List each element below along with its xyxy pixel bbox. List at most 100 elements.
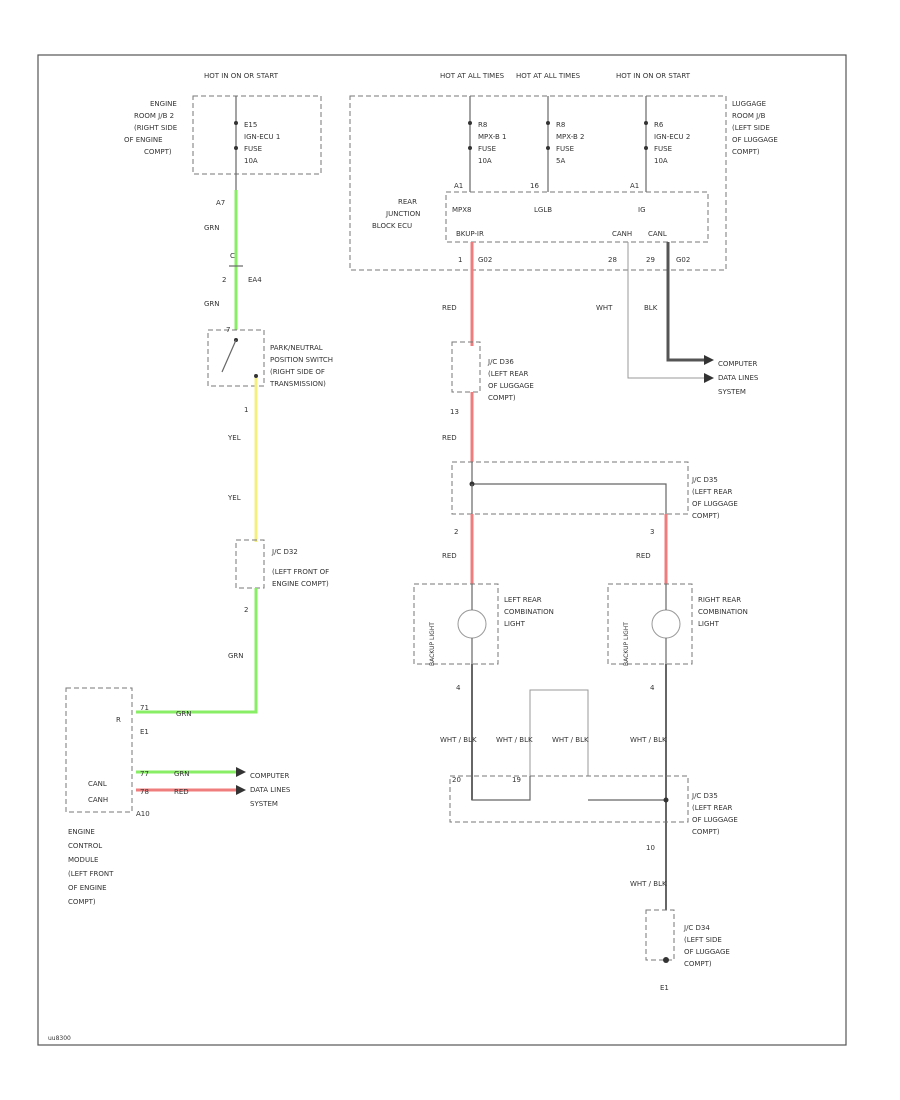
computer-bottom-1: COMPUTER	[250, 772, 289, 780]
wire-label-grn-c: GRN	[228, 652, 244, 660]
wire-blk-can	[666, 242, 704, 362]
jc-d35-lower-pin-bottom: 10	[646, 844, 655, 852]
wire-label-red-a: RED	[442, 304, 457, 312]
power-label-left: HOT IN ON OR START	[204, 72, 279, 80]
fuse-r3-word: FUSE	[654, 145, 672, 153]
right-lamp-box	[607, 583, 693, 665]
rear-ecu-out-bkup: BKUP-IR	[456, 230, 484, 238]
ecm-wire-grn-2: GRN	[174, 770, 190, 778]
ecm-box	[65, 687, 133, 813]
jc-d32-label-2: (LEFT FRONT OF	[272, 568, 329, 576]
computer-bottom-3: SYSTEM	[250, 800, 278, 808]
wire-label-grn-a: GRN	[204, 224, 220, 232]
pn-switch-label-3: (RIGHT SIDE OF	[270, 368, 325, 376]
wire-grn-2	[136, 588, 258, 714]
arrow-ecm-grn	[236, 767, 246, 777]
ground-node	[663, 957, 669, 963]
rear-ecu-label-3: BLOCK ECU	[372, 222, 412, 230]
luggage-jb-label-4: OF LUGGAGE	[732, 136, 778, 144]
computer-top-3: SYSTEM	[718, 388, 746, 396]
engine-room-jb-label-2: ROOM J/B 2	[134, 112, 174, 120]
jc-d35-upper-box	[451, 461, 689, 515]
wire-label-wb-5: WHT / BLK	[630, 880, 667, 888]
left-lamp-pin: 4	[456, 684, 461, 692]
jc-d35-lower-label-3: OF LUGGAGE	[692, 816, 738, 824]
fuse-left-id: E15	[244, 121, 257, 129]
jc-d35-lower-label-2: (LEFT REAR	[692, 804, 733, 812]
ecm-label-2: CONTROL	[68, 842, 102, 850]
rear-ecu-out-canl: CANL	[648, 230, 667, 238]
pn-switch-box	[207, 329, 265, 387]
rear-ecu-out-canh: CANH	[612, 230, 632, 238]
arrow-can-wht	[704, 373, 714, 383]
fuse-r2-amps: 5A	[556, 157, 565, 165]
luggage-jb-label-1: LUGGAGE	[732, 100, 766, 108]
ecm-wire-red-2: RED	[174, 788, 189, 796]
fuse-r3-node-bottom	[644, 146, 648, 150]
rear-ecu-pinnum-4: 29	[646, 256, 655, 264]
jc-d35-upper-split	[471, 462, 667, 514]
rear-ecu-pinnum-5: G02	[676, 256, 690, 264]
jc-d35-lower-pin-l: 20	[452, 776, 461, 784]
rear-ecu-pinnum-2: G02	[478, 256, 492, 264]
arrow-ecm-red	[236, 785, 246, 795]
ecm-label-4: (LEFT FRONT	[68, 870, 114, 878]
ecm-conn: E1	[140, 728, 149, 736]
jc-d35-lower-box	[449, 775, 689, 823]
rear-ecu-label-1: REAR	[398, 198, 417, 206]
connector-c-ea1: C	[230, 252, 235, 260]
power-label-r1: HOT AT ALL TIMES	[440, 72, 505, 80]
connector-p-ea1: 2	[222, 276, 226, 284]
engine-room-jb-label-1: ENGINE	[150, 100, 177, 108]
jc-d34-label-3: OF LUGGAGE	[684, 948, 730, 956]
jc-d36-label-2: (LEFT REAR	[488, 370, 529, 378]
ecm-wire-grn: GRN	[176, 710, 192, 718]
connector-n-ea1: EA4	[248, 276, 262, 284]
jc-d35-lower-pin-m: 19	[512, 776, 521, 784]
right-lamp-pin: 4	[650, 684, 655, 692]
jc-d35-lower-node	[663, 797, 669, 803]
arrow-can-blk	[704, 355, 714, 365]
luggage-jb-label-2: ROOM J/B	[732, 112, 766, 120]
jc-d35-lower-left-bus	[471, 776, 531, 801]
wire-label-wb-4: WHT / BLK	[630, 736, 667, 744]
right-lamp-side: BACKUP LIGHT	[623, 622, 630, 666]
wire-label-wht: WHT	[596, 304, 613, 312]
jc-d36-label-4: COMPT)	[488, 394, 516, 402]
luggage-jb-label-5: COMPT)	[732, 148, 760, 156]
computer-top-1: COMPUTER	[718, 360, 757, 368]
ground-label: E1	[660, 984, 669, 992]
right-lamp-label-2: COMBINATION	[698, 608, 748, 616]
fuse-left-node-top	[234, 121, 238, 125]
pn-switch-contact-bottom	[254, 374, 258, 378]
jc-d34-label-4: COMPT)	[684, 960, 712, 968]
wire-label-blk: BLK	[644, 304, 658, 312]
fuse-r2-node-top	[546, 121, 550, 125]
jc-d36-box	[451, 341, 481, 393]
wire-label-red-c: RED	[442, 552, 457, 560]
computer-bottom-2: DATA LINES	[250, 786, 291, 794]
fuse-r3-id: R6	[654, 121, 664, 129]
right-lamp-label-3: LIGHT	[698, 620, 720, 628]
jc-d36-label-1: J/C D36	[487, 358, 514, 366]
jc-d35-lower-label-1: J/C D35	[691, 792, 718, 800]
fuse-left-name: IGN-ECU 1	[244, 133, 280, 141]
ecm-label-6: COMPT)	[68, 898, 96, 906]
ecm-conn2: A10	[136, 810, 150, 818]
jc-d34-label-1: J/C D34	[683, 924, 710, 932]
power-label-r2: HOT AT ALL TIMES	[516, 72, 581, 80]
rear-ecu-pinnum-3: 28	[608, 256, 617, 264]
jc-d35-upper-label-4: COMPT)	[692, 512, 720, 520]
fuse-r2-name: MPX-B 2	[556, 133, 584, 141]
pn-switch-label-2: POSITION SWITCH	[270, 356, 333, 364]
engine-room-jb-label-5: COMPT)	[144, 148, 172, 156]
fuse-r1-amps: 10A	[478, 157, 492, 165]
power-label-r3: HOT IN ON OR START	[616, 72, 691, 80]
fuse-left-amps: 10A	[244, 157, 258, 165]
rear-ecu-pinnum-1: 1	[458, 256, 462, 264]
rear-ecu-label-2: JUNCTION	[385, 210, 420, 218]
wire-label-yel-b: YEL	[227, 494, 241, 502]
pn-switch-pin-bottom: 1	[244, 406, 248, 414]
fuse-r2-word: FUSE	[556, 145, 574, 153]
jc-d32-label-3: ENGINE COMPT)	[272, 580, 329, 588]
